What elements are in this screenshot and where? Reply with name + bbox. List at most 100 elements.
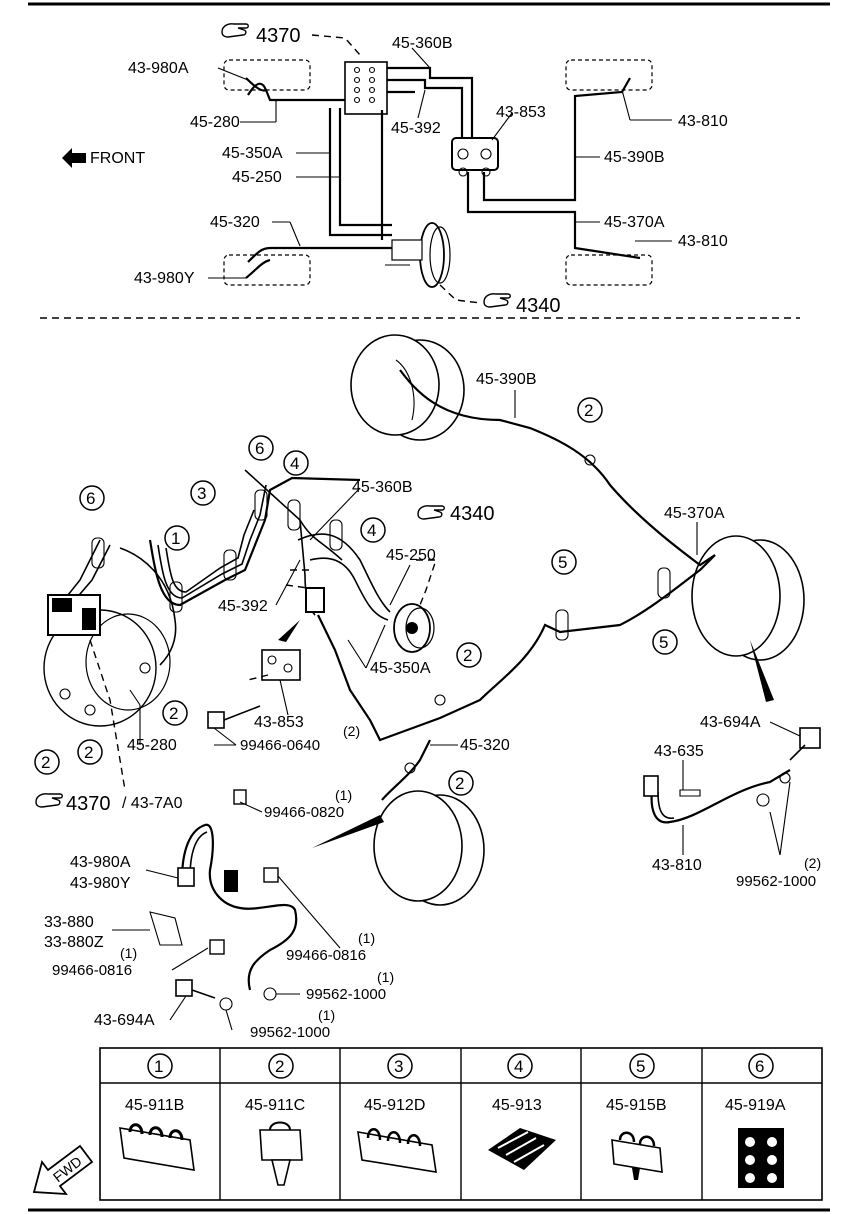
clip-number: 2: [275, 1057, 284, 1076]
callout-2-a: 2: [162, 700, 188, 726]
label-45-280: 45-280: [190, 114, 240, 131]
label-43-980Y: 43-980Y: [134, 270, 195, 287]
label-43-810-2: 43-810: [678, 233, 728, 250]
ref-43-7A0: / 43-7A0: [122, 795, 183, 812]
label-43-980A: 43-980A: [128, 60, 189, 77]
callout-4-top: 4: [283, 450, 309, 476]
label-45-250: 45-250: [232, 169, 282, 186]
label-45-320-main: 45-320: [460, 737, 510, 754]
callout-6-left: 6: [79, 485, 105, 511]
clip-column-4: 4 45-913: [488, 1053, 556, 1170]
svg-text:1: 1: [171, 529, 180, 548]
label-45-280-main: 45-280: [127, 737, 177, 754]
front-label: FRONT: [90, 150, 145, 167]
qty-0820: (1): [335, 787, 352, 803]
label-43-694A-rear: 43-694A: [700, 714, 761, 731]
label-99466-0820: 99466-0820: [264, 804, 344, 821]
callout-4-right: 4: [360, 517, 386, 543]
label-45-390B-main: 45-390B: [476, 371, 537, 388]
clip-column-3: 3 45-912D: [357, 1053, 437, 1173]
clip-912D-icon: [357, 1128, 437, 1173]
clip-911C-icon: [259, 1121, 303, 1186]
label-43-694A-front: 43-694A: [94, 1012, 155, 1029]
callout-2-mid: 2: [456, 642, 482, 668]
label-99562-1000-rear: 99562-1000: [736, 873, 816, 890]
top-schematic: 4370 4340 FRONT 43-980A 45-280 45-350A 4…: [62, 23, 728, 317]
clip-part: 45-912D: [364, 1097, 425, 1114]
clip-number: 6: [755, 1057, 764, 1076]
callout-6-mid: 6: [248, 435, 274, 461]
callouts: 2 6 3 6 4 4 1 5 5 2 2 2 2 2: [34, 397, 678, 796]
callout-2-front: 2: [448, 770, 474, 796]
callout-5-mid: 5: [551, 549, 577, 575]
ref-4340: 4340: [516, 295, 561, 317]
proportioning-valve: [451, 137, 499, 171]
qty-1000-rear: (2): [804, 855, 821, 871]
reference-hand-icon-4: [35, 793, 63, 808]
clip-table: 1 45-911B 2 45-911C 3 45-912D: [99, 1047, 823, 1201]
label-33-880: 33-880: [44, 914, 94, 931]
clip-919A-icon: [738, 1128, 784, 1188]
fwd-arrow-icon: FWD: [32, 1144, 94, 1196]
callout-2-rear: 2: [577, 397, 603, 423]
bolt-99466-0640: [207, 705, 261, 729]
qty-1000-a: (1): [377, 969, 394, 985]
svg-text:2: 2: [169, 704, 178, 723]
label-45-370A-main: 45-370A: [664, 505, 725, 522]
reference-hand-icon: [221, 23, 249, 38]
qty-1000-b: (1): [318, 1007, 335, 1023]
front-hose-detail: [149, 789, 298, 1011]
label-45-250-main: 45-250: [386, 547, 436, 564]
svg-text:5: 5: [659, 633, 668, 652]
rear-hose-detail: [643, 727, 821, 824]
clip-number: 3: [394, 1057, 403, 1076]
svg-text:2: 2: [84, 743, 93, 762]
clip-part: 45-919A: [725, 1097, 786, 1114]
reference-hand-icon-2: [483, 293, 511, 308]
wheel-rear-right-2: [565, 254, 653, 286]
svg-text:6: 6: [86, 489, 95, 508]
clip-column-1: 1 45-911B: [119, 1053, 195, 1171]
wheel-front-left-2: [223, 254, 311, 286]
svg-text:4: 4: [290, 454, 299, 473]
label-45-392-main: 45-392: [218, 598, 268, 615]
main-diagram: 2 6 3 6 4 4 1 5 5 2 2 2 2 2: [34, 334, 821, 1041]
label-43-810-main: 43-810: [652, 857, 702, 874]
clip-number: 4: [514, 1057, 523, 1076]
ref-4370-main: 4370: [66, 793, 111, 815]
clip-number: 1: [154, 1057, 163, 1076]
label-33-880Z: 33-880Z: [44, 934, 104, 951]
ref-4340-main: 4340: [450, 503, 495, 525]
clip-column-5: 5 45-915B: [606, 1053, 667, 1180]
reference-hand-icon-3: [417, 505, 445, 520]
clip-markers: [59, 454, 671, 774]
wheel-front-bottom: [312, 790, 485, 906]
clip-column-2: 2 45-911C: [245, 1053, 305, 1186]
svg-text:2: 2: [41, 753, 50, 772]
wheel-rear-right: [565, 59, 653, 91]
callout-1: 1: [164, 525, 190, 551]
label-99562-1000-b: 99562-1000: [250, 1024, 330, 1041]
label-99466-0640: 99466-0640: [240, 737, 320, 754]
brake-booster-main: [393, 603, 435, 653]
clip-913-icon: [488, 1128, 556, 1170]
label-43-980Y-main: 43-980Y: [70, 875, 131, 892]
clip-part: 45-911B: [125, 1097, 184, 1114]
wheel-rear-top: [350, 334, 465, 441]
label-45-392: 45-392: [391, 120, 441, 137]
proportioning-valve-main: [261, 587, 325, 681]
qty-0816-left: (1): [120, 945, 137, 961]
ref-4370: 4370: [256, 25, 301, 47]
abs-unit: [47, 594, 101, 636]
svg-text:4: 4: [367, 521, 376, 540]
leader-lines: [112, 390, 801, 1031]
svg-text:2: 2: [584, 401, 593, 420]
wheel-rear-right: [691, 535, 805, 702]
label-45-350A: 45-350A: [222, 145, 283, 162]
label-43-980A-main: 43-980A: [70, 854, 131, 871]
label-43-635: 43-635: [654, 743, 704, 760]
label-45-320: 45-320: [210, 214, 260, 231]
clip-part: 45-911C: [245, 1097, 305, 1114]
label-45-370A: 45-370A: [604, 214, 665, 231]
